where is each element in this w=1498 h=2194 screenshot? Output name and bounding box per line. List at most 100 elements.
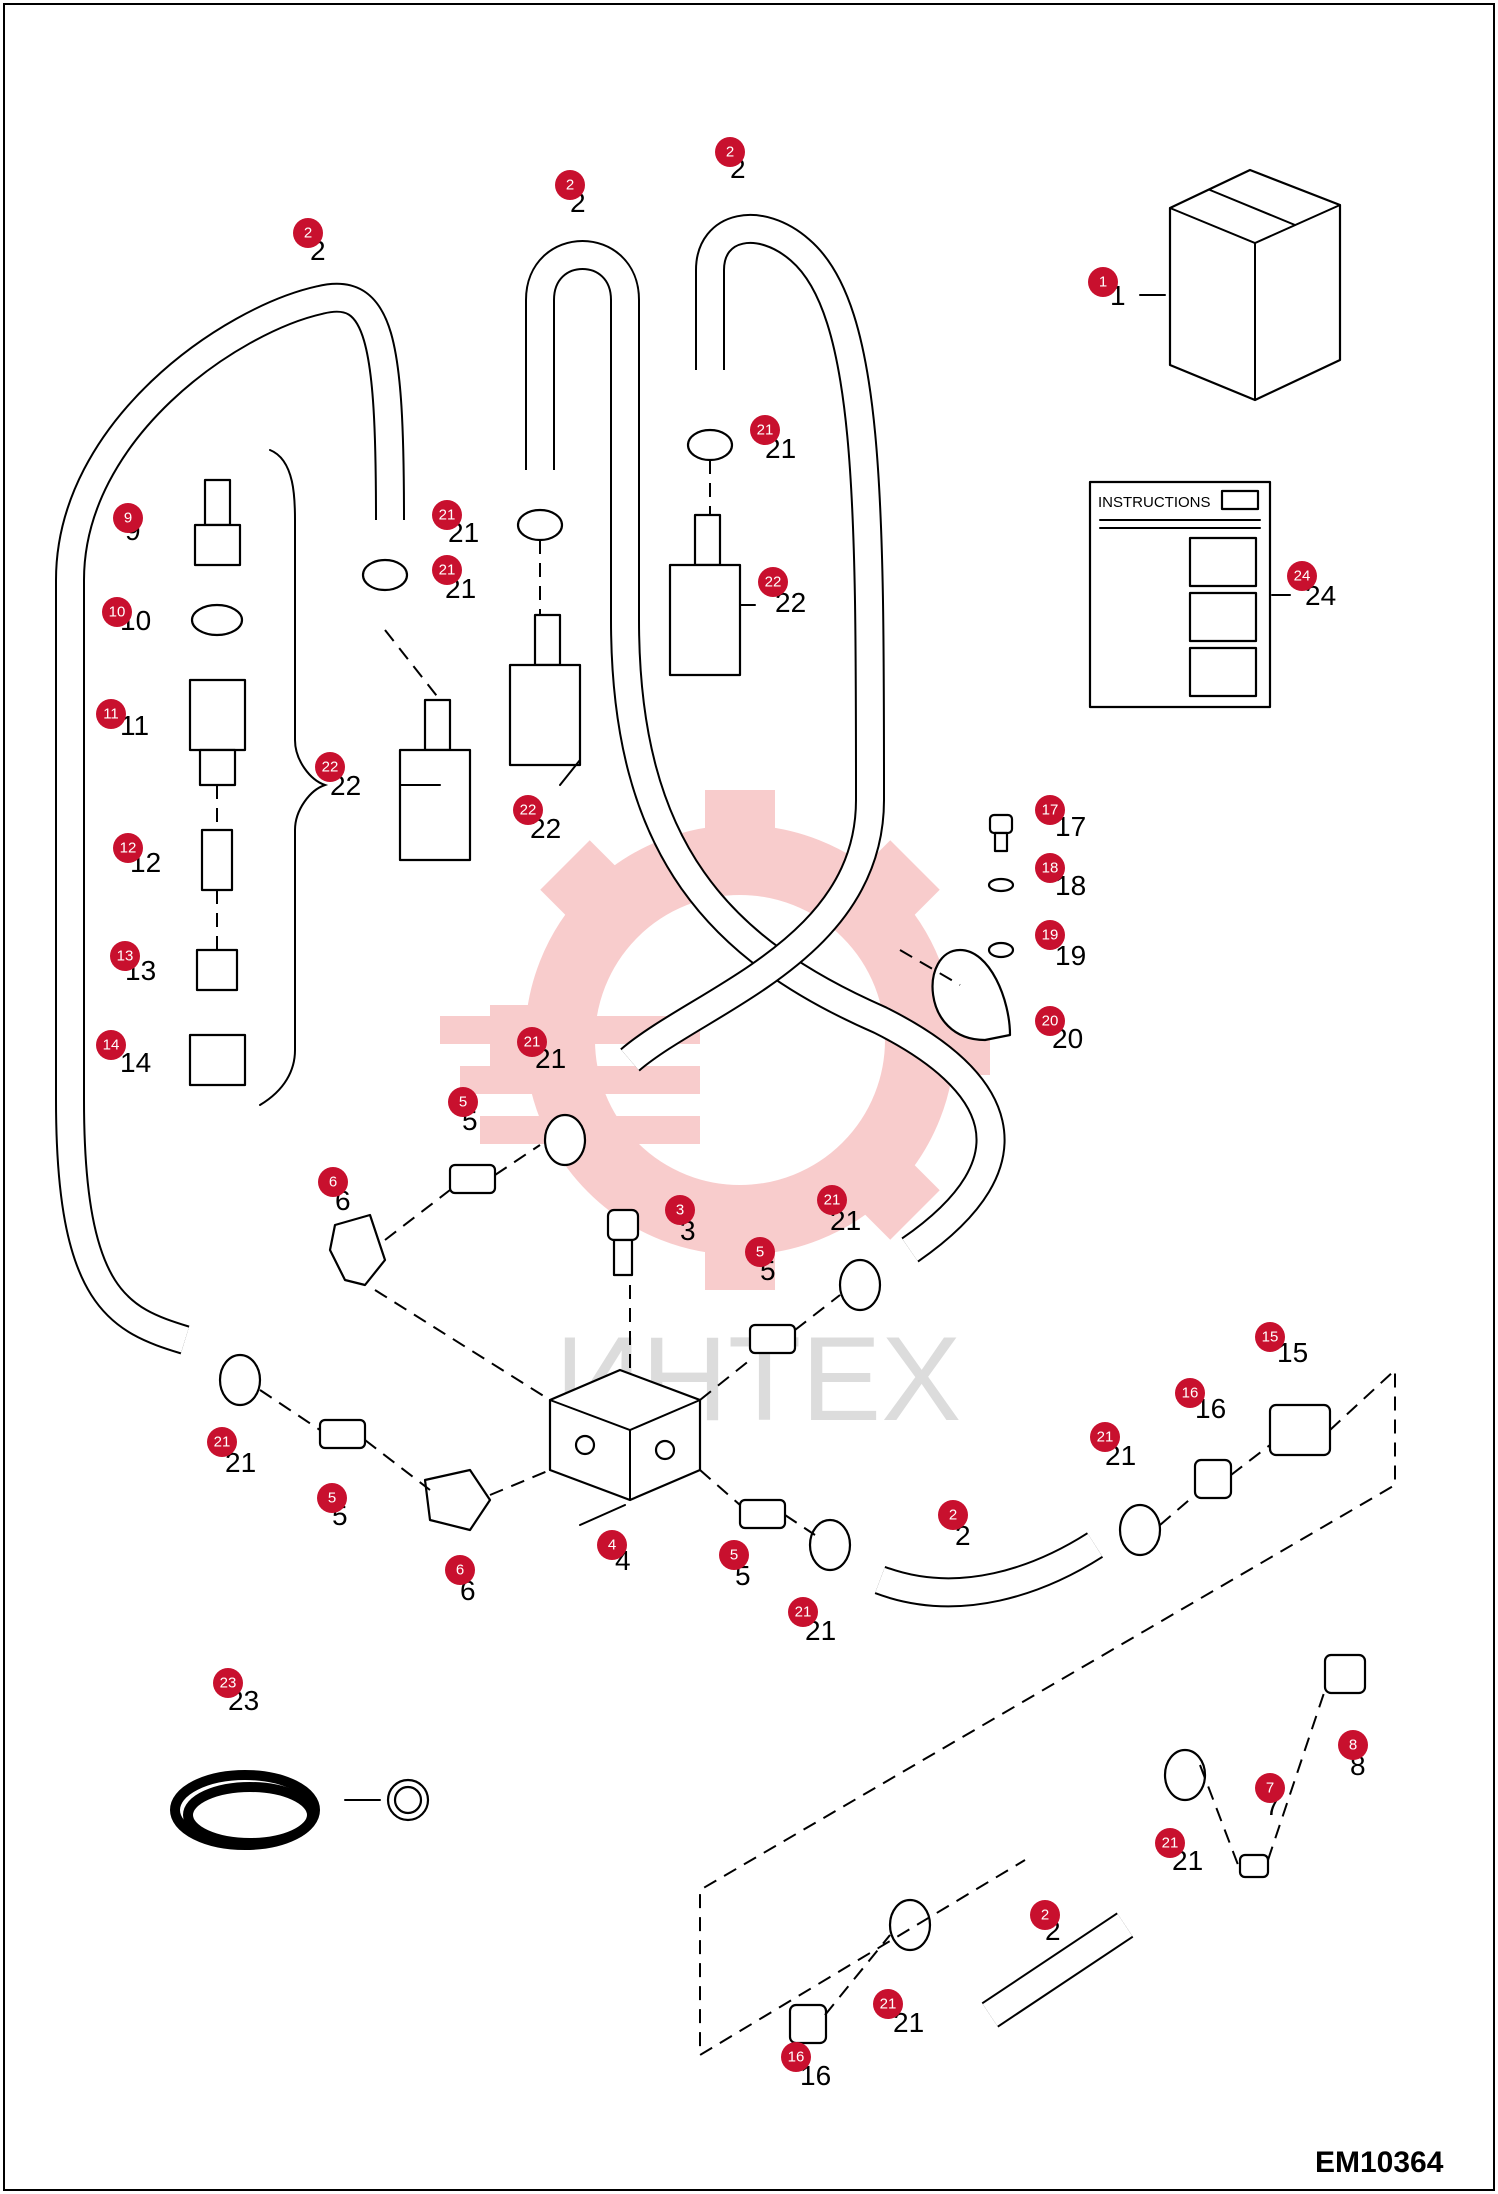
badge-21j: 21 <box>873 1989 903 2019</box>
badge-8: 8 <box>1338 1730 1368 1760</box>
badge-2c: 2 <box>715 137 745 167</box>
badge-6a: 6 <box>318 1167 348 1197</box>
svg-text:12: 12 <box>120 840 137 857</box>
item-3-screw <box>606 1208 640 1277</box>
svg-text:3: 3 <box>676 1202 684 1219</box>
svg-text:5: 5 <box>756 1244 764 1261</box>
badge-21f: 21 <box>207 1427 237 1457</box>
svg-text:6: 6 <box>456 1562 464 1579</box>
badge-9: 9 <box>113 503 143 533</box>
badge-17: 17 <box>1035 795 1065 825</box>
badge-5b: 5 <box>745 1237 775 1267</box>
item-23-coiled-hose <box>170 1770 430 1850</box>
svg-text:21: 21 <box>1097 1429 1114 1446</box>
badge-5a: 5 <box>448 1087 478 1117</box>
badge-22a: 22 <box>315 752 345 782</box>
svg-text:7: 7 <box>1266 1780 1274 1797</box>
svg-text:21: 21 <box>439 507 456 524</box>
svg-text:24: 24 <box>1294 568 1311 585</box>
svg-text:22: 22 <box>765 574 782 591</box>
svg-text:21: 21 <box>439 562 456 579</box>
clamp-hardware-17-20 <box>899 813 1015 1042</box>
badge-19: 19 <box>1035 920 1065 950</box>
hose-lower-right <box>874 1532 1104 1608</box>
badge-7: 7 <box>1255 1773 1285 1803</box>
svg-text:2: 2 <box>726 144 734 161</box>
svg-text:21: 21 <box>757 422 774 439</box>
badge-21h: 21 <box>788 1597 818 1627</box>
svg-text:8: 8 <box>1349 1737 1357 1754</box>
badge-21b: 21 <box>432 555 462 585</box>
hose-middle <box>525 240 1006 1263</box>
filter-22-c <box>668 513 742 677</box>
badge-5d: 5 <box>719 1540 749 1570</box>
badge-22c: 22 <box>758 567 788 597</box>
svg-text:13: 13 <box>117 948 134 965</box>
svg-text:4: 4 <box>608 1537 616 1554</box>
hose-clamps <box>218 428 1207 1952</box>
instructions-title: INSTRUCTIONS <box>1098 494 1211 511</box>
badge-2e: 2 <box>1030 1900 1060 1930</box>
badge-21a: 21 <box>432 500 462 530</box>
filter-22-a <box>398 698 472 862</box>
svg-text:2: 2 <box>1041 1907 1049 1924</box>
badge-4: 4 <box>597 1530 627 1560</box>
badge-20: 20 <box>1035 1006 1065 1036</box>
svg-text:17: 17 <box>1042 802 1059 819</box>
svg-text:18: 18 <box>1042 860 1059 877</box>
badge-21i: 21 <box>1155 1828 1185 1858</box>
callout-badges: 1 2 2 2 2 2 3 4 5 5 5 5 6 6 7 8 9 10 11 … <box>96 137 1368 2072</box>
badge-21c: 21 <box>750 415 780 445</box>
badge-3: 3 <box>665 1195 695 1225</box>
hose-short-lower <box>981 1912 1134 2028</box>
svg-text:5: 5 <box>730 1547 738 1564</box>
badge-14: 14 <box>96 1030 126 1060</box>
svg-text:21: 21 <box>524 1034 541 1051</box>
svg-text:23: 23 <box>220 1675 237 1692</box>
badge-21g: 21 <box>1090 1422 1120 1452</box>
badge-2a: 2 <box>293 218 323 248</box>
svg-text:9: 9 <box>124 510 132 527</box>
badge-12: 12 <box>113 833 143 863</box>
badge-2b: 2 <box>555 170 585 200</box>
svg-text:19: 19 <box>1042 927 1059 944</box>
badge-5c: 5 <box>317 1483 347 1513</box>
badge-1: 1 <box>1088 267 1118 297</box>
svg-text:5: 5 <box>459 1094 467 1111</box>
svg-text:10: 10 <box>109 604 126 621</box>
badge-13: 13 <box>110 941 140 971</box>
badge-18: 18 <box>1035 853 1065 883</box>
svg-text:15: 15 <box>1262 1329 1279 1346</box>
label-14: 14 <box>120 1047 151 1078</box>
svg-text:2: 2 <box>949 1507 957 1524</box>
svg-text:20: 20 <box>1042 1013 1059 1030</box>
filter-22-b <box>508 613 582 767</box>
badge-2d: 2 <box>938 1500 968 1530</box>
badge-24: 24 <box>1287 561 1317 591</box>
svg-text:21: 21 <box>1162 1835 1179 1852</box>
item-1-box <box>1139 168 1342 402</box>
badge-11: 11 <box>96 699 126 729</box>
badge-16a: 16 <box>1175 1378 1205 1408</box>
badge-21e: 21 <box>817 1185 847 1215</box>
badge-23: 23 <box>213 1668 243 1698</box>
svg-text:1: 1 <box>1099 274 1107 291</box>
hose-right <box>620 214 885 1072</box>
fitting-stack-9-14 <box>188 449 329 1106</box>
svg-text:11: 11 <box>103 706 119 723</box>
svg-text:21: 21 <box>214 1434 231 1451</box>
svg-text:22: 22 <box>520 802 537 819</box>
badge-10: 10 <box>102 597 132 627</box>
item-24-instructions: INSTRUCTIONS <box>1088 480 1291 709</box>
badge-21d: 21 <box>517 1027 547 1057</box>
drawing-border <box>3 3 1495 2191</box>
badge-16b: 16 <box>781 2042 811 2072</box>
svg-text:5: 5 <box>328 1490 336 1507</box>
svg-text:16: 16 <box>1182 1385 1199 1402</box>
badge-6b: 6 <box>445 1555 475 1585</box>
svg-text:22: 22 <box>322 759 339 776</box>
svg-text:2: 2 <box>566 177 574 194</box>
svg-text:21: 21 <box>880 1996 897 2013</box>
dashed-connectors <box>259 460 1396 2057</box>
